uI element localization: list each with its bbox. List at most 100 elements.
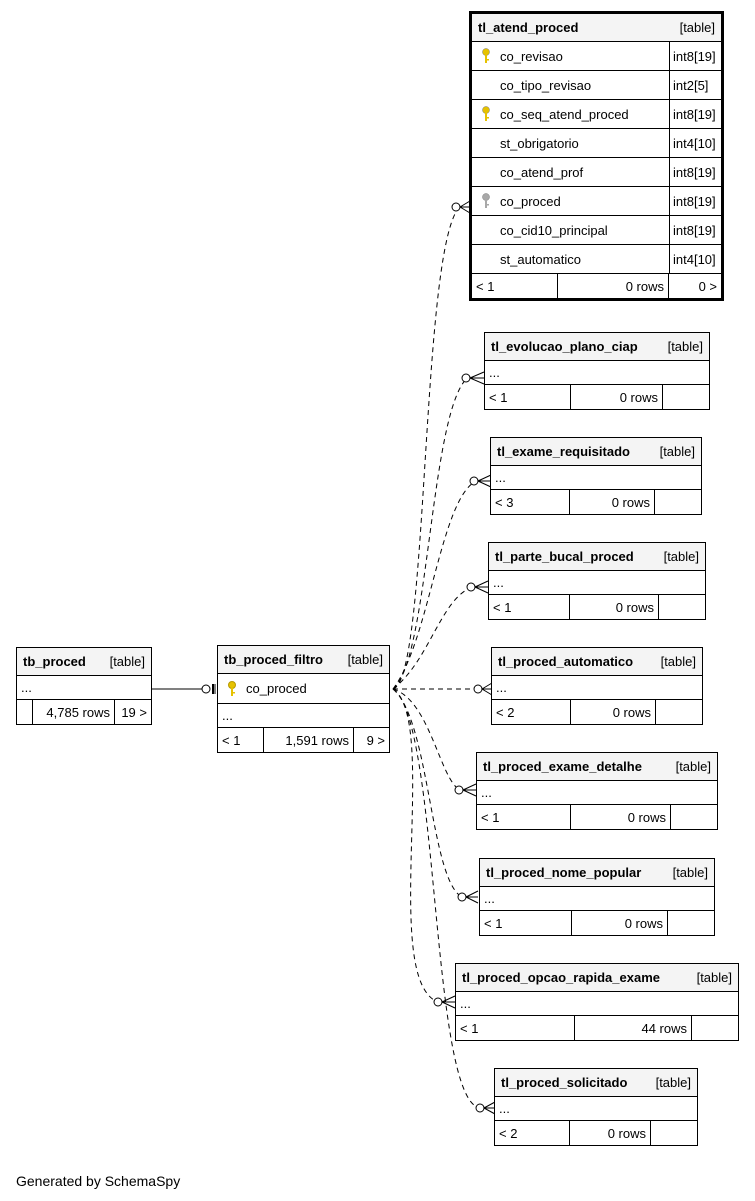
columns-ellipsis: ... — [485, 361, 709, 385]
column-name: st_obrigatorio — [500, 135, 579, 151]
column-row: st_obrigatorio int4[10] — [472, 129, 721, 158]
parents-count[interactable]: < 1 — [480, 911, 572, 935]
parents-count[interactable]: < 1 — [218, 728, 264, 752]
column-row: co_seq_atend_proced int8[19] — [472, 100, 721, 129]
link-parte-bucal — [392, 586, 473, 690]
row-count: 1,591 rows — [264, 728, 354, 752]
children-count[interactable] — [659, 595, 705, 619]
column-name: co_cid10_principal — [500, 222, 608, 238]
table-footer: < 1 0 rows 0 > — [472, 274, 721, 298]
table-header: tl_atend_proced [table] — [472, 14, 721, 42]
table-header: tl_proced_opcao_rapida_exame[table] — [456, 964, 738, 992]
table-name: tl_proced_opcao_rapida_exame — [462, 970, 660, 985]
parents-count[interactable]: < 2 — [495, 1121, 570, 1145]
parents-count[interactable]: < 1 — [477, 805, 571, 829]
column-name: co_proced — [246, 681, 307, 696]
column-row: co_revisao int8[19] — [472, 42, 721, 71]
primary-key-icon — [478, 48, 494, 64]
column-name: co_seq_atend_proced — [500, 106, 629, 122]
columns-ellipsis: ... — [218, 704, 389, 728]
table-tl-proced-opcao-rapida-exame[interactable]: tl_proced_opcao_rapida_exame[table]...< … — [455, 963, 739, 1041]
columns-ellipsis: ... — [492, 676, 702, 700]
column-type: int8[19] — [669, 42, 721, 70]
parents-count[interactable] — [17, 700, 33, 724]
children-count[interactable] — [651, 1121, 697, 1145]
link-exame-req — [392, 480, 477, 690]
column-row: co_cid10_principal int8[19] — [472, 216, 721, 245]
parents-count[interactable]: < 1 — [485, 385, 571, 409]
table-header: tl_exame_requisitado[table] — [491, 438, 701, 466]
generated-by-label: Generated by SchemaSpy — [16, 1173, 181, 1189]
table-header: tl_proced_exame_detalhe[table] — [477, 753, 717, 781]
parents-count[interactable]: < 3 — [491, 490, 570, 514]
row-count: 0 rows — [570, 490, 655, 514]
children-count[interactable]: 9 > — [366, 732, 385, 748]
table-name: tb_proced_filtro — [224, 652, 323, 667]
column-row: co_proced — [218, 674, 389, 704]
table-header: tl_proced_automatico[table] — [492, 648, 702, 676]
table-header: tb_proced_filtro [table] — [218, 646, 389, 674]
children-count[interactable] — [692, 1016, 738, 1040]
children-count[interactable] — [663, 385, 709, 409]
children-count[interactable]: 0 > — [698, 278, 717, 294]
column-type: int2[5] — [669, 71, 721, 99]
children-count[interactable] — [655, 490, 701, 514]
table-tb-proced[interactable]: tb_proced [table] ... 4,785 rows 19 > — [16, 647, 152, 725]
parents-count[interactable]: < 1 — [489, 595, 570, 619]
link-evolucao — [392, 375, 471, 690]
column-name: co_atend_prof — [500, 164, 584, 180]
table-footer: 4,785 rows 19 > — [17, 700, 151, 724]
foreign-key-icon — [478, 193, 494, 209]
table-kind: [table] — [679, 20, 715, 35]
link-opcao-rapida — [392, 688, 439, 1003]
column-type: int8[19] — [669, 100, 721, 128]
table-header: tl_parte_bucal_proced[table] — [489, 543, 705, 571]
link-solicitado — [392, 688, 481, 1109]
table-name: tl_proced_exame_detalhe — [483, 759, 642, 774]
children-count[interactable]: 19 > — [121, 704, 147, 720]
link-nome-popular — [392, 688, 463, 898]
parents-count[interactable]: < 2 — [492, 700, 571, 724]
table-header: tl_proced_nome_popular[table] — [480, 859, 714, 887]
table-tl-atend-proced[interactable]: tl_atend_proced [table] co_revisao int8[1… — [469, 11, 724, 301]
row-count: 0 rows — [572, 911, 668, 935]
column-type: int4[10] — [669, 129, 721, 157]
table-tb-proced-filtro[interactable]: tb_proced_filtro [table] co_proced ... <… — [217, 645, 390, 753]
columns-ellipsis: ... — [495, 1097, 697, 1121]
row-count: 0 rows — [571, 700, 656, 724]
column-type: int8[19] — [669, 216, 721, 244]
children-count[interactable] — [671, 805, 717, 829]
column-name: co_revisao — [500, 48, 563, 64]
table-name: tl_proced_nome_popular — [486, 865, 642, 880]
parents-count[interactable]: < 1 — [456, 1016, 575, 1040]
link-tb-proced-circle — [201, 684, 211, 694]
row-count: 0 rows — [571, 805, 671, 829]
columns-ellipsis: ... — [489, 571, 705, 595]
table-name: tl_proced_solicitado — [501, 1075, 628, 1090]
children-count[interactable] — [668, 911, 714, 935]
link-exame-detalhe — [392, 688, 461, 791]
children-count[interactable] — [656, 700, 702, 724]
table-name: tl_atend_proced — [478, 20, 579, 35]
row-count: 44 rows — [575, 1016, 692, 1040]
row-count: 0 rows — [558, 274, 669, 298]
parents-count[interactable]: < 1 — [472, 274, 558, 298]
link-atend-proced — [392, 204, 463, 690]
